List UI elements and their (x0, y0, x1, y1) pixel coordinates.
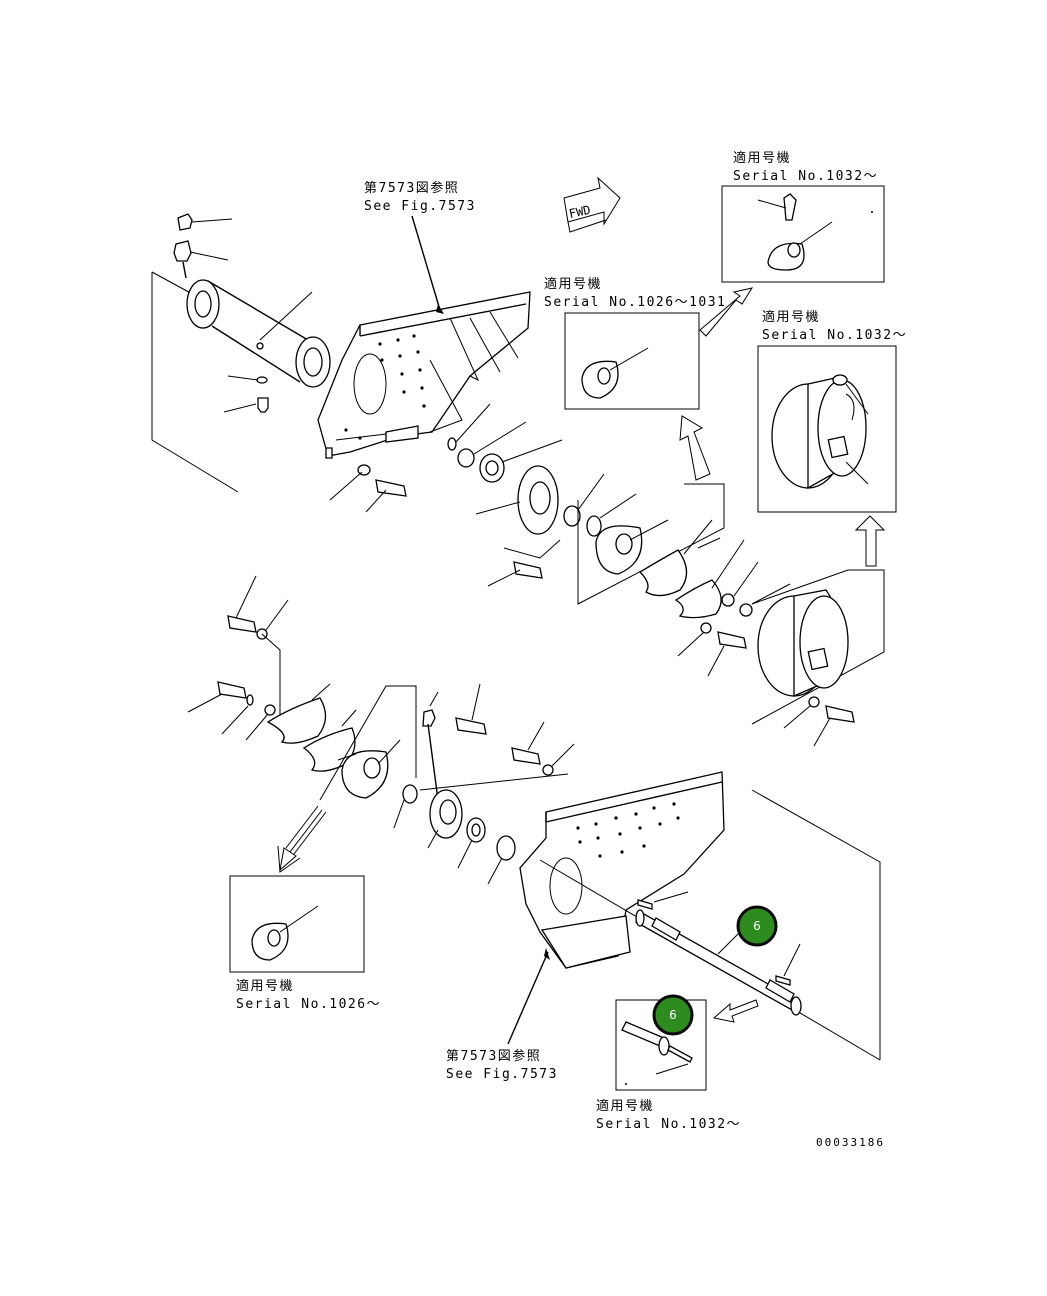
leader-see-fig-bottom (507, 951, 549, 1045)
right-motor-group (751, 569, 885, 747)
lower-bearing-chain (393, 784, 516, 885)
see-fig-top-en: See Fig.7573 (364, 199, 476, 214)
inset-serial-1032-a (721, 185, 885, 283)
fwd-label: FWD (568, 203, 592, 221)
serial-1032-c-jp: 適用号機 (596, 1098, 654, 1114)
hollow-arrow-to-1032-a (699, 287, 754, 337)
part-callout-6-main[interactable]: 6 (736, 905, 778, 947)
part-callout-6-inset[interactable]: 6 (652, 994, 694, 1036)
top-bearing-chain (447, 403, 637, 587)
serial-1032-c-en: Serial No.1032～ (596, 1117, 741, 1132)
hollow-arrow-to-1032-c (712, 999, 759, 1023)
serial-1026-en: Serial No.1026～ (236, 997, 381, 1012)
left-mid-group (187, 575, 575, 801)
inset-serial-1026-1031 (564, 312, 700, 410)
bottom-frame-plate (519, 771, 725, 969)
serial-1032-b-jp: 適用号機 (762, 309, 820, 325)
serial-1026-1031-jp: 適用号機 (544, 276, 602, 292)
fwd-direction-arrow: FWD (563, 176, 621, 233)
drawing-number: 00033186 (816, 1136, 885, 1149)
inset-serial-1032-b (757, 345, 897, 513)
serial-1032-b-en: Serial No.1032～ (762, 328, 907, 343)
serial-1032-a-en: Serial No.1032～ (733, 169, 878, 184)
bottom-shaft-assembly (539, 789, 881, 1061)
see-fig-bottom-en: See Fig.7573 (446, 1067, 558, 1082)
top-left-bolt-group (329, 464, 407, 513)
serial-1026-jp: 適用号機 (236, 978, 294, 994)
arrow-to-inset-1026 (277, 805, 327, 873)
hollow-arrow-up-right (854, 515, 886, 567)
hollow-arrow-up-mid (679, 415, 711, 481)
see-fig-bottom-jp: 第7573図参照 (446, 1048, 541, 1064)
leader-see-fig-top (411, 215, 441, 311)
see-fig-top-jp: 第7573図参照 (364, 180, 459, 196)
callout-number: 6 (753, 919, 761, 933)
callout-number: 6 (669, 1008, 677, 1022)
mid-cover-group (577, 483, 791, 677)
top-frame-plate (317, 291, 531, 459)
inset-serial-1026 (229, 875, 365, 973)
inset-serial-1032-c (615, 999, 707, 1091)
serial-1032-a-jp: 適用号機 (733, 150, 791, 166)
top-left-shaft-assembly (151, 213, 331, 493)
serial-1026-1031-en: Serial No.1026～1031 (544, 295, 726, 310)
